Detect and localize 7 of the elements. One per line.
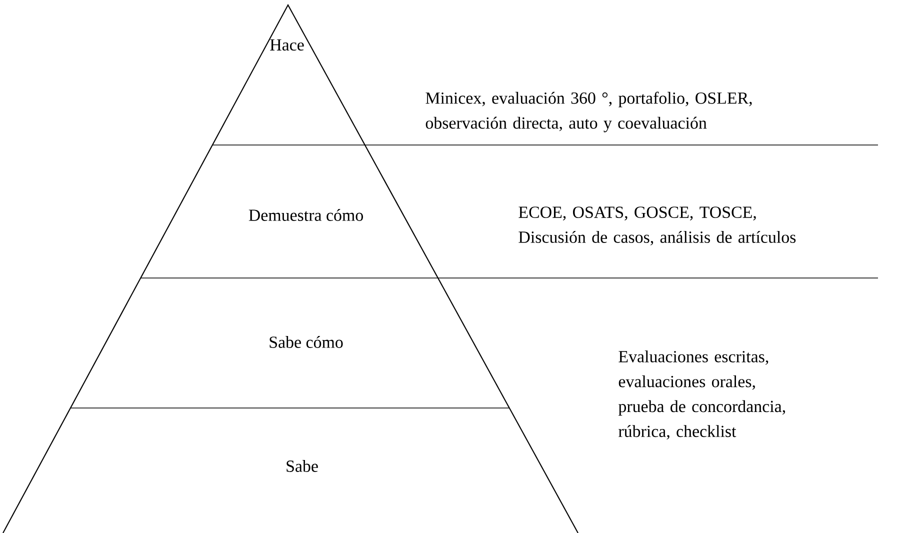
- method-list: Minicex, evaluación 360 °, portafolio, OSLER, observación directa, auto y coevaluación: [426, 92, 752, 132]
- level-label: Demuestra cómo: [248, 209, 363, 221]
- method-list: Evaluaciones escritas, evaluaciones orales, prueba de concordancia, rúbrica, checklist: [618, 350, 786, 440]
- level-label: Sabe cómo: [270, 336, 343, 348]
- method-list: ECOE, OSATS, GOSCE, TOSCE, Discusión de casos, análisis de artículos: [518, 206, 796, 246]
- level-label: Hace: [270, 39, 304, 51]
- level-label: Sabe: [286, 460, 318, 472]
